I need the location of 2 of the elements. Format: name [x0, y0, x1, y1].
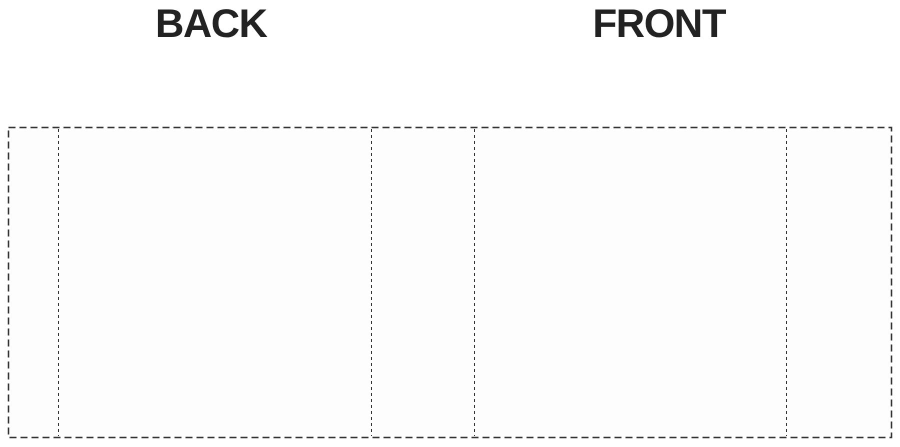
panel-label: BACK — [155, 2, 267, 47]
panel-label: FRONT — [592, 2, 726, 47]
